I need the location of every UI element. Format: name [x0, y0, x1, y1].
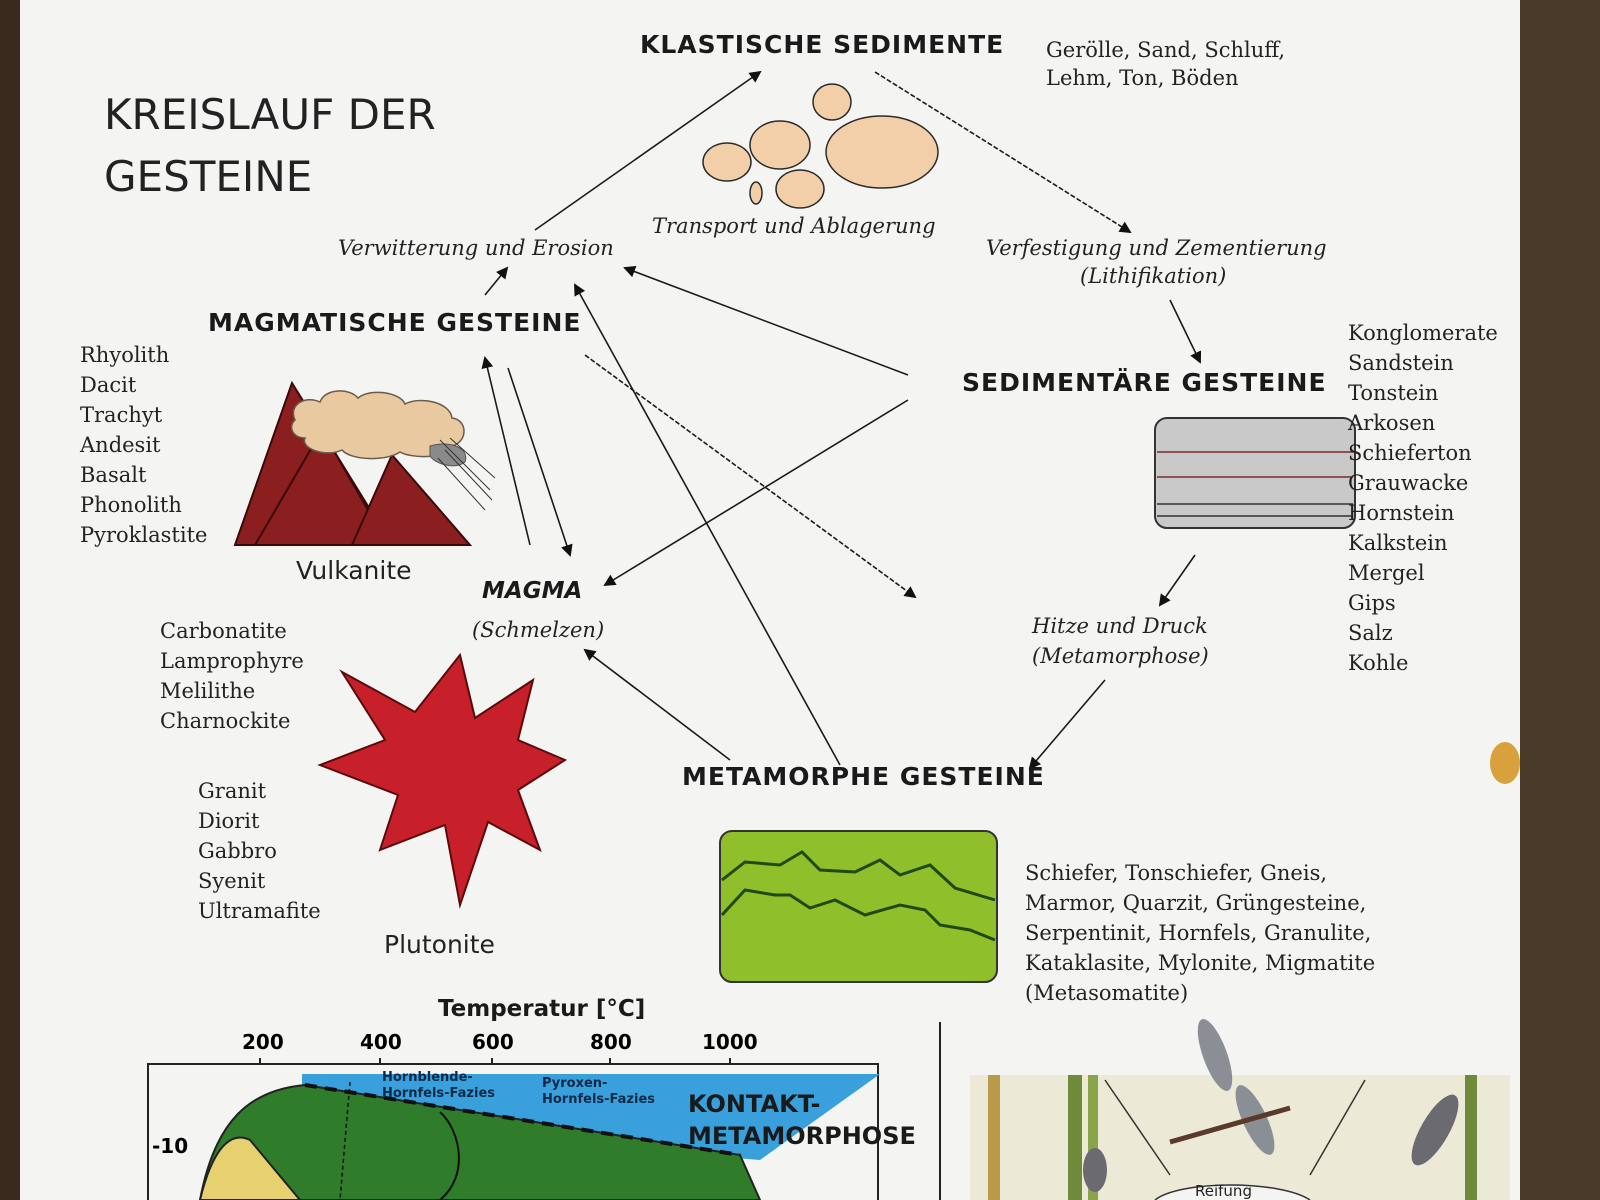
title-line-2: GESTEINE: [104, 152, 313, 201]
plutonite-star-icon: [317, 652, 568, 909]
board-edge: [1520, 0, 1600, 1200]
metamorph-texture-icon: [719, 830, 998, 983]
klastische-examples: Gerölle, Sand, Schluff, Lehm, Ton, Böden: [1046, 38, 1286, 90]
arrow-sediment-to-magma: [603, 399, 909, 587]
process-transport: Transport und Ablagerung: [652, 214, 936, 238]
arrow-magmatisch-to-metamorph: [584, 354, 917, 599]
process-verfestigung: Verfestigung und Zementierung: [986, 236, 1327, 260]
arrow-verwitterung-to-klastisch: [534, 70, 762, 231]
tick-1000: 1000: [702, 1030, 758, 1054]
y-tick: -10: [152, 1134, 189, 1158]
arrow-lithifikation-to-sediment: [1169, 299, 1202, 364]
arrow-magmatisch-to-verwitterung: [484, 266, 509, 296]
dragonfly-illustration: [970, 1019, 1510, 1200]
kontakt-metamorphose-label: KONTAKT- METAMORPHOSE: [688, 1090, 916, 1150]
node-magma: MAGMA: [482, 578, 583, 604]
arrow-metamorph-to-verwitterung: [574, 283, 841, 766]
process-hitze: Hitze und Druck: [1032, 614, 1208, 638]
node-magmatische-gesteine: MAGMATISCHE GESTEINE: [208, 308, 582, 337]
arrow-klastisch-to-verfestigung: [874, 71, 1132, 234]
contact-metamorphism-chart: [147, 1022, 941, 1200]
vulkanite-caption: Vulkanite: [296, 556, 412, 585]
metamorph-list: Schiefer, Tonschiefer, Gneis, Marmor, Qu…: [1025, 861, 1376, 1005]
node-sedimentaere-gesteine: SEDIMENTÄRE GESTEINE: [962, 368, 1327, 397]
arrow-metamorph-to-magma: [583, 648, 731, 761]
tick-400: 400: [360, 1030, 402, 1054]
node-magma-sub: (Schmelzen): [472, 618, 605, 642]
volcano-icon: [233, 380, 496, 546]
title-line-1: KREISLAUF DER: [104, 90, 436, 139]
punch-hole: [1490, 742, 1520, 784]
node-klastische-sedimente: KLASTISCHE SEDIMENTE: [640, 30, 1005, 59]
reifung-label: Reifung: [1195, 1182, 1252, 1200]
tick-600: 600: [472, 1030, 514, 1054]
arrow-metamorphose-to-metamorph: [1028, 679, 1106, 770]
plutonite-caption: Plutonite: [384, 930, 495, 959]
poster-title: KREISLAUF DER GESTEINE: [104, 84, 436, 208]
process-metamorphose: (Metamorphose): [1032, 644, 1209, 668]
arrow-magma-to-magmatisch: [481, 356, 531, 546]
arrow-sediment-to-hitze: [1158, 554, 1196, 607]
arrow-sediment-to-verwitterung: [623, 265, 909, 376]
chart-title: Temperatur [°C]: [438, 996, 646, 1022]
zone-pyroxen: Pyroxen- Hornfels-Fazies: [542, 1076, 656, 1107]
zone-hornblende: Hornblende- Hornfels-Fazies: [382, 1070, 496, 1101]
node-metamorphe-gesteine: METAMORPHE GESTEINE: [682, 762, 1045, 791]
poster-board: KREISLAUF DER GESTEINE: [20, 0, 1520, 1200]
sediment-list: Konglomerate Sandstein Tonstein Arkosen …: [1348, 321, 1498, 675]
vulkanite-list: Rhyolith Dacit Trachyt Andesit Basalt Ph…: [80, 343, 208, 547]
pebbles-icon: [702, 83, 939, 209]
process-verwitterung: Verwitterung und Erosion: [338, 236, 614, 260]
arrow-magmatisch-to-magma: [507, 367, 573, 557]
plutonite-list: Granit Diorit Gabbro Syenit Ultramafite: [198, 779, 321, 923]
sediment-layers-icon: [1154, 417, 1356, 529]
process-lithifikation: (Lithifikation): [1080, 264, 1227, 288]
tick-200: 200: [242, 1030, 284, 1054]
special-magmatite-list: Carbonatite Lamprophyre Melilithe Charno…: [160, 619, 304, 733]
cycle-arrows: [147, 70, 1510, 1200]
tick-800: 800: [590, 1030, 632, 1054]
